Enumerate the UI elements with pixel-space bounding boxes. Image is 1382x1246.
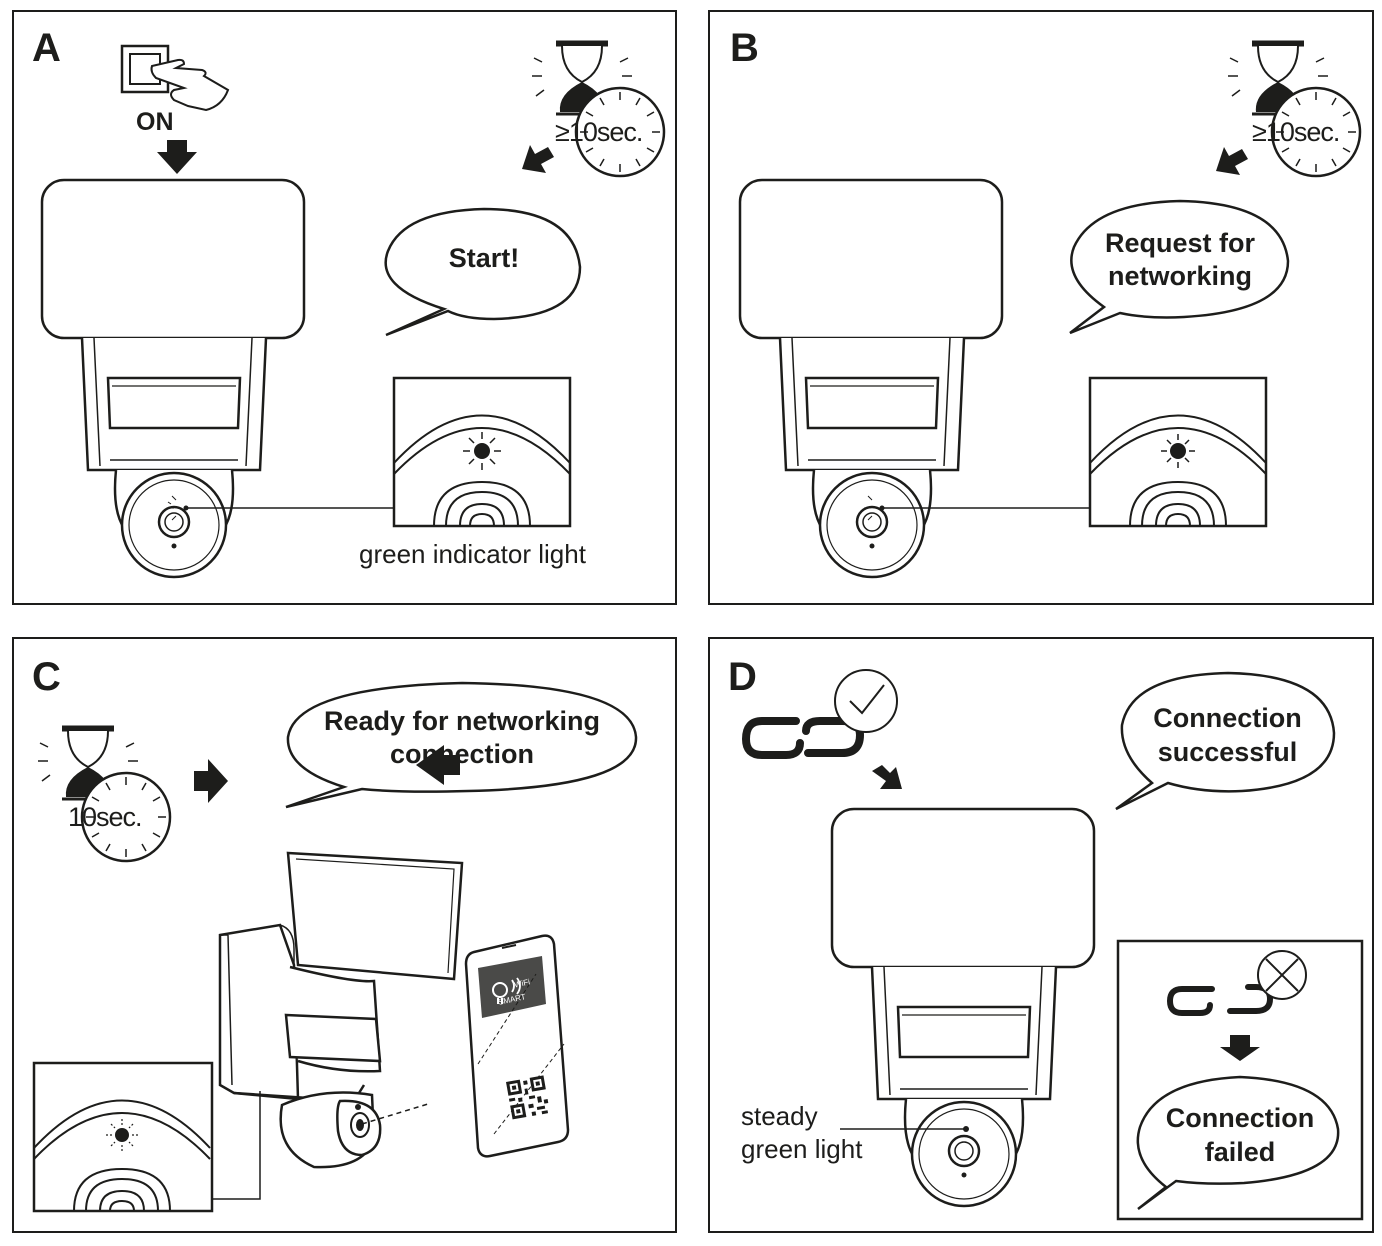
indicator-light-icon bbox=[474, 443, 490, 459]
connection-line bbox=[361, 1103, 429, 1125]
bubble-line-2: successful bbox=[1157, 737, 1298, 767]
indicator-light-icon bbox=[1170, 443, 1186, 459]
bubble-line-2: networking bbox=[1107, 261, 1252, 291]
indicator-detail bbox=[864, 376, 1268, 528]
bubble-line-1: Ready for networking bbox=[323, 706, 601, 736]
camera-perspective bbox=[218, 851, 464, 1169]
panel-b: B ≥10sec. Request for networking bbox=[708, 10, 1374, 605]
chain-link-broken-icon bbox=[1166, 950, 1307, 1016]
speech-bubble bbox=[285, 681, 638, 809]
arrow-icon bbox=[522, 145, 554, 173]
panel-a: A ON ≥10sec. Start! green indicator ligh… bbox=[12, 10, 677, 605]
indicator-detail bbox=[32, 1061, 261, 1213]
switch-hand-icon bbox=[120, 44, 230, 112]
on-label: ON bbox=[136, 108, 174, 136]
left-arrow-icon bbox=[416, 745, 460, 785]
panel-d: D Connection successful steady green lig… bbox=[708, 637, 1374, 1233]
bubble-line-1: Connection bbox=[1153, 703, 1302, 733]
steady-light-label-1: steady bbox=[741, 1101, 818, 1131]
failed-inset bbox=[1116, 939, 1364, 1221]
speech-bubble bbox=[1115, 671, 1336, 811]
chain-link-check-icon bbox=[741, 669, 898, 759]
indicator-detail bbox=[167, 376, 572, 528]
bubble-text: Start! bbox=[448, 243, 520, 273]
failed-line-2: failed bbox=[1204, 1137, 1276, 1167]
speech-bubble bbox=[1069, 199, 1290, 335]
timer-label: 10sec. bbox=[68, 802, 143, 832]
arrow-icon bbox=[872, 765, 902, 789]
bubble-line-1: Request for bbox=[1104, 228, 1256, 258]
indicator-label: green indicator light bbox=[359, 539, 586, 569]
panel-letter: C bbox=[32, 655, 61, 699]
arrow-icon bbox=[1216, 147, 1248, 175]
speech-bubble bbox=[384, 207, 582, 337]
panel-letter: A bbox=[32, 26, 61, 70]
indicator-light-icon bbox=[115, 1128, 129, 1142]
panel-c: C 10sec. Ready for networking connection bbox=[12, 637, 677, 1233]
timer-label: ≥10sec. bbox=[1252, 117, 1340, 147]
bubble-line-2: connection bbox=[389, 739, 534, 769]
hourglass-icon bbox=[1226, 40, 1362, 178]
panel-letter: D bbox=[728, 655, 757, 699]
panel-letter: B bbox=[730, 26, 759, 70]
smartphone-qr-icon bbox=[464, 934, 570, 1158]
hourglass-icon bbox=[36, 725, 172, 863]
failed-line-1: Connection bbox=[1165, 1103, 1315, 1133]
camera-front bbox=[830, 807, 1096, 1208]
hourglass-icon bbox=[530, 40, 666, 178]
down-arrow-icon bbox=[157, 140, 197, 174]
right-arrow-icon bbox=[194, 759, 228, 803]
label-leader-line bbox=[840, 1126, 969, 1132]
timer-label: ≥10sec. bbox=[555, 117, 643, 147]
steady-light-label-2: green light bbox=[741, 1134, 863, 1164]
